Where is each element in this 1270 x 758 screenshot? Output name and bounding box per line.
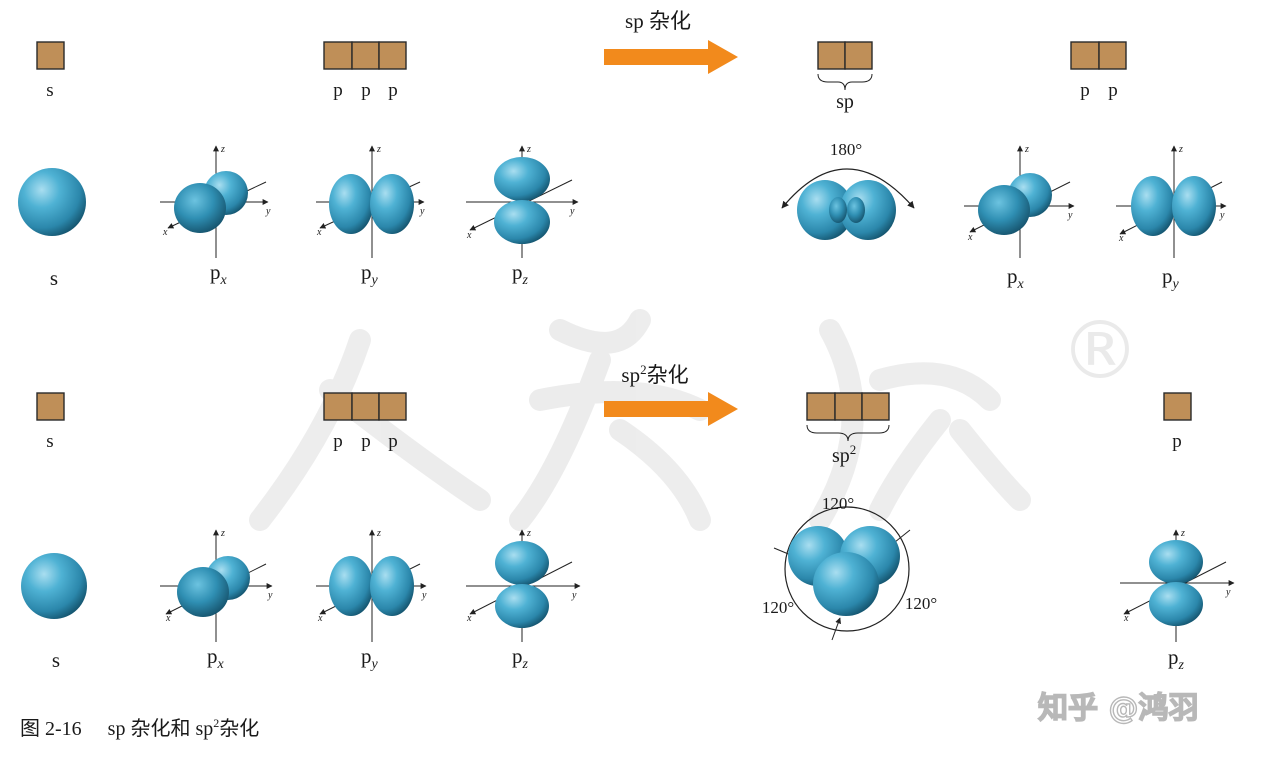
registered-mark: ® [1060, 304, 1140, 397]
s-orbital-box [36, 41, 65, 70]
sp-hybrid-orbitals [781, 168, 915, 240]
svg-text:y: y [421, 590, 427, 601]
py-label: py [361, 260, 379, 288]
sp2-brace [806, 424, 890, 442]
p-box-label-2: p [361, 80, 371, 101]
sp-brace [817, 73, 873, 91]
sp2-px-orbital: z y x [160, 528, 273, 642]
s-orbital-label: s [50, 266, 58, 290]
s-orbital-sphere [18, 168, 86, 236]
sp2-pz-label: pz [512, 644, 529, 672]
remaining-px-label: px [1007, 264, 1025, 292]
svg-text:z: z [220, 528, 225, 539]
svg-text:x: x [165, 613, 171, 624]
sp-hybridization-arrow [604, 40, 738, 74]
sp2-p-box-label-3: p [388, 431, 398, 452]
remaining-px-orbital: z y x [964, 144, 1075, 258]
sp2-remaining-p-label: p [1172, 431, 1182, 452]
p-orbital-boxes [323, 41, 407, 70]
sp2-p-box-label-1: p [333, 431, 343, 452]
svg-text:x: x [162, 227, 168, 238]
p-box-label-1: p [333, 80, 343, 101]
svg-text:z: z [376, 528, 381, 539]
svg-text:x: x [466, 230, 472, 241]
remaining-p-boxes [1070, 41, 1127, 70]
svg-text:z: z [526, 528, 531, 539]
svg-text:z: z [1180, 528, 1185, 539]
sp2-pz-orbital: z y x [466, 528, 581, 642]
sp2-s-box-label: s [46, 431, 53, 452]
sp2-angle-label-right: 120° [905, 594, 937, 613]
sp2-py-orbital: z y x [316, 528, 427, 642]
p-box-label-3: p [388, 80, 398, 101]
svg-text:x: x [466, 613, 472, 624]
pz-label: pz [512, 260, 529, 288]
sp2-arrow-label: sp2杂化 [621, 362, 688, 387]
svg-text:y: y [569, 206, 575, 217]
svg-text:y: y [1067, 210, 1073, 221]
svg-text:z: z [1024, 144, 1029, 155]
sp2-remaining-pz-label: pz [1168, 645, 1185, 673]
sp2-angle-label-left: 120° [762, 598, 794, 617]
sp2-py-label: py [361, 644, 379, 672]
sp2-remaining-pz-orbital: z y x [1120, 528, 1235, 642]
sp-arrow-label: sp 杂化 [625, 9, 691, 33]
sp2-s-orbital-box [36, 392, 65, 421]
svg-text:x: x [1118, 233, 1124, 244]
pz-orbital: z y x [466, 144, 579, 258]
px-label: px [210, 260, 228, 288]
svg-text:y: y [1225, 587, 1231, 598]
svg-text:z: z [220, 144, 225, 155]
sp2-p-orbital-boxes [323, 392, 407, 421]
sp2-hybridization-arrow [604, 392, 738, 426]
sp-angle-label: 180° [830, 140, 862, 159]
sp2-px-label: px [207, 644, 225, 672]
remaining-p-label-1: p [1080, 80, 1090, 101]
svg-text:z: z [526, 144, 531, 155]
svg-text:y: y [571, 590, 577, 601]
remaining-p-label-2: p [1108, 80, 1118, 101]
sp2-remaining-p-box [1163, 392, 1192, 421]
svg-text:z: z [376, 144, 381, 155]
sp2-p-box-label-2: p [361, 431, 371, 452]
svg-text:y: y [1219, 210, 1225, 221]
sp2-hybrid-boxes [806, 392, 890, 421]
sp-box-label: sp [836, 91, 854, 113]
remaining-py-orbital: z y x [1116, 144, 1227, 258]
svg-text:x: x [317, 613, 323, 624]
px-orbital: z y x [160, 144, 271, 258]
sp-hybrid-boxes [817, 41, 873, 70]
svg-text:x: x [967, 232, 973, 243]
sp2-s-orbital-label: s [52, 648, 60, 672]
sp2-box-label: sp2 [832, 442, 856, 467]
sp2-angle-label-top: 120° [822, 494, 854, 513]
py-orbital: z y x [316, 144, 425, 258]
sp2-hybrid-orbitals [773, 506, 911, 641]
s-box-label: s [46, 80, 53, 101]
brand-watermark: 知乎 @鸿羽 [1038, 691, 1198, 726]
svg-text:y: y [265, 206, 271, 217]
svg-text:x: x [316, 227, 322, 238]
remaining-py-label: py [1162, 264, 1180, 292]
svg-text:x: x [1123, 613, 1129, 624]
svg-text:y: y [419, 206, 425, 217]
svg-text:y: y [267, 590, 273, 601]
svg-text:z: z [1178, 144, 1183, 155]
sp2-s-orbital-sphere [21, 553, 87, 619]
figure-number: 图 2-16 [20, 718, 82, 740]
